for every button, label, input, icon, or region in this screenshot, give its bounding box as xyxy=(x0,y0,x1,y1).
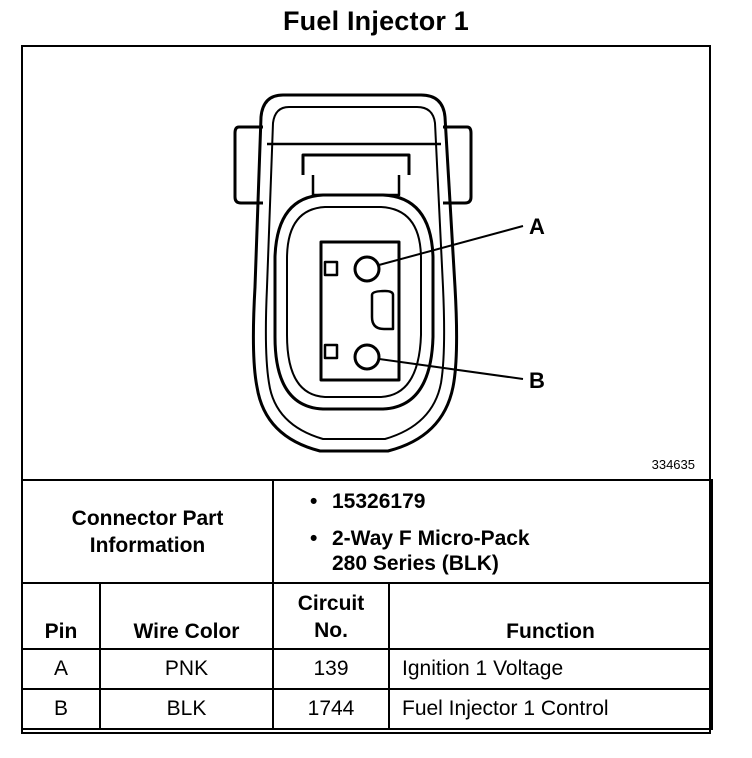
connector-face xyxy=(273,193,435,411)
header-function: Function xyxy=(388,582,713,650)
pin-a-label: A xyxy=(529,214,545,239)
pin-a-leader xyxy=(378,225,524,266)
diagram-title: Fuel Injector 1 xyxy=(282,6,470,36)
lock-tab xyxy=(301,153,411,175)
housing-inner xyxy=(264,106,446,440)
terminal-latch-b xyxy=(323,343,339,360)
cell-pin: A xyxy=(21,648,101,690)
left-latch xyxy=(233,125,263,205)
pin-b-label: B xyxy=(529,368,545,393)
figure-number: 334635 xyxy=(651,457,695,472)
cell-wire-color: PNK xyxy=(99,648,274,690)
cell-circuit: 139 xyxy=(272,648,390,690)
cell-function: Fuel Injector 1 Control xyxy=(388,688,713,730)
table-row: A PNK 139 Ignition 1 Voltage xyxy=(21,648,713,690)
cell-circuit: 1744 xyxy=(272,688,390,730)
housing-outline xyxy=(251,93,459,453)
pin-b-leader xyxy=(378,358,524,380)
cell-function: Ignition 1 Voltage xyxy=(388,648,713,690)
cell-wire-color: BLK xyxy=(99,688,274,730)
part-number: 15326179 xyxy=(310,489,711,514)
right-latch xyxy=(443,125,473,205)
cell-pin: B xyxy=(21,688,101,730)
pin-a-circle xyxy=(353,255,381,283)
table-row: B BLK 1744 Fuel Injector 1 Control xyxy=(21,688,713,730)
header-pin: Pin xyxy=(21,582,101,650)
terminal-latch-a xyxy=(323,260,339,277)
terminal-cavity xyxy=(319,240,401,382)
header-wire-color: Wire Color xyxy=(99,582,274,650)
pin-b-circle xyxy=(353,343,381,371)
connector-drawing: A B xyxy=(233,93,545,453)
